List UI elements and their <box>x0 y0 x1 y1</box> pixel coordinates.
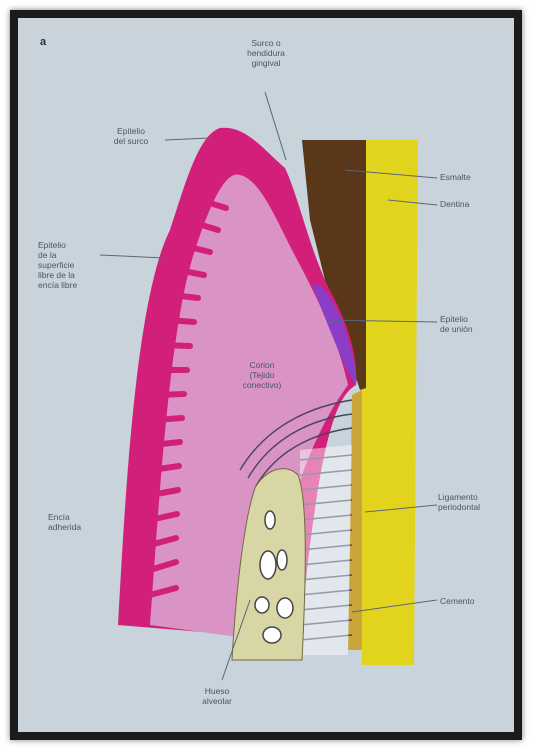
label-attached-gingiva: Encía adherida <box>48 512 108 532</box>
label-cementum: Cemento <box>440 596 510 606</box>
label-corion: Corion (Tejido conectivo) <box>222 360 302 390</box>
label-sulcular-epithelium: Epitelio del surco <box>96 126 166 146</box>
label-free-gingiva-epithelium: Epitelio de la superficie libre de la en… <box>38 240 102 290</box>
periodontal-ligament-space <box>300 445 352 655</box>
label-periodontal-ligament: Ligamento periodontal <box>438 492 516 512</box>
panel-letter: a <box>40 36 46 48</box>
label-dentin: Dentina <box>440 199 510 209</box>
label-enamel: Esmalte <box>440 172 510 182</box>
label-alveolar-bone: Hueso alveolar <box>182 686 252 706</box>
dentin-region <box>362 140 418 665</box>
label-junctional-epithelium: Epitelio de unión <box>440 314 510 334</box>
label-gingival-sulcus: Surco o hendidura gingival <box>226 38 306 68</box>
